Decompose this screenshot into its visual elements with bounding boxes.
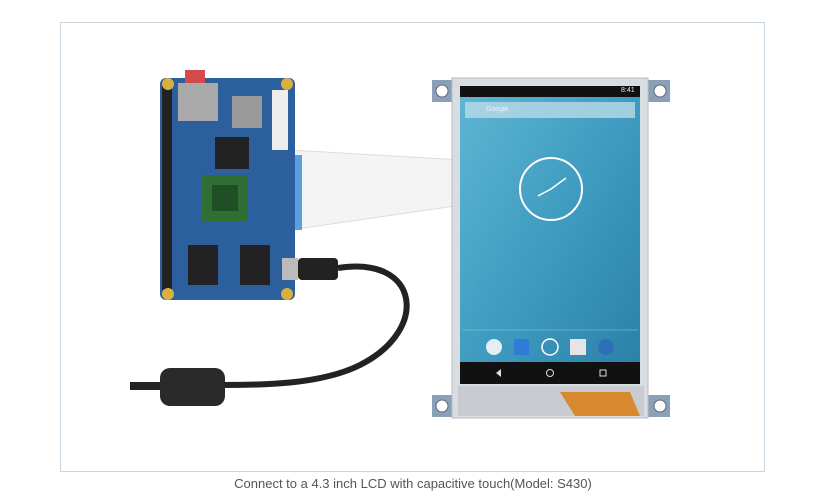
image-caption: Connect to a 4.3 inch LCD with capacitiv… xyxy=(234,476,592,491)
search-placeholder: Google xyxy=(486,106,509,113)
ferrite-core xyxy=(160,368,225,406)
browser-icon xyxy=(598,339,614,355)
chrome-icon xyxy=(486,339,502,355)
search-bar xyxy=(465,102,635,118)
ribbon-cable xyxy=(288,149,463,231)
lcd-module xyxy=(432,77,670,419)
status-bar xyxy=(460,86,640,97)
usb-cable xyxy=(130,258,410,406)
gpio-header xyxy=(162,85,172,290)
status-time: 8:41 xyxy=(621,87,635,94)
play-store-icon xyxy=(570,339,586,355)
recents-icon xyxy=(599,369,607,377)
home-icon xyxy=(546,369,554,377)
back-icon xyxy=(496,369,501,377)
lcd-screen xyxy=(460,86,640,384)
apps-icon xyxy=(541,338,559,356)
nav-bar xyxy=(460,362,640,384)
wifi-module xyxy=(232,96,262,128)
contacts-icon xyxy=(514,339,529,355)
clock-widget xyxy=(519,157,583,221)
sd-slot xyxy=(178,83,218,121)
fpc-flex xyxy=(560,392,640,416)
ram-chip xyxy=(215,137,249,169)
micro-usb-port xyxy=(282,258,298,280)
nanopi-board xyxy=(160,70,298,300)
